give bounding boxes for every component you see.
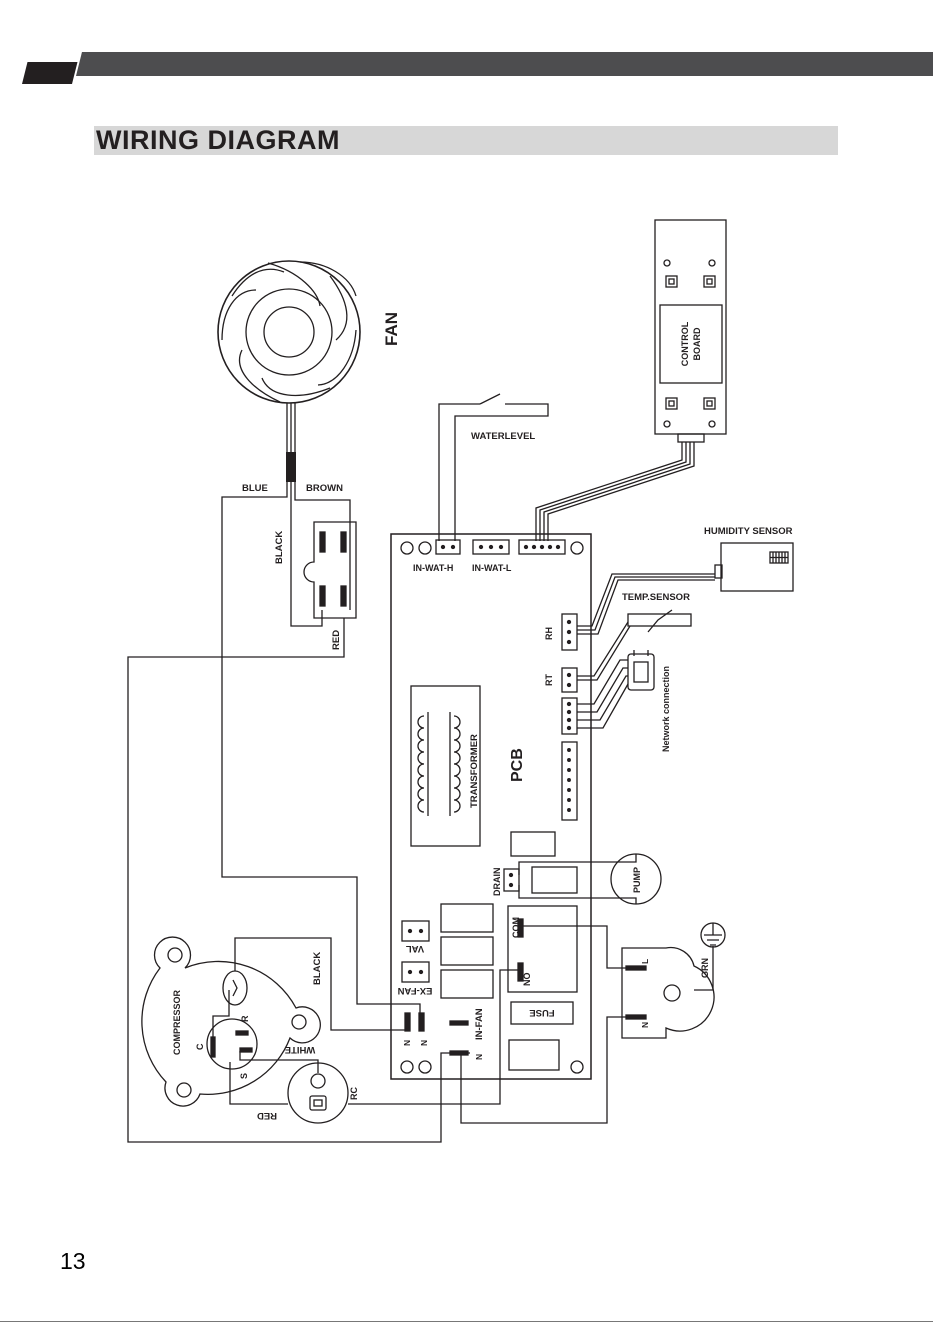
in-wat-h-label: IN-WAT-H [413,563,453,573]
rh-label: RH [544,627,554,640]
blue-label: BLUE [242,483,268,494]
white-label: WHITE [285,1044,316,1055]
red-label-compressor: RED [257,1110,277,1121]
compressor [142,937,320,1106]
drain-label: DRAIN [492,868,502,897]
network-connector [628,650,654,690]
bottom-rule [0,1321,933,1322]
grn-label: GRN [700,958,710,978]
fuse-label: FUSE [529,1007,554,1018]
humidity-sensor-label: HUMIDITY SENSOR [704,526,793,537]
ground-icon [701,923,725,947]
in-wat-l-label: IN-WAT-L [472,563,512,573]
waterlevel-switch [439,394,548,541]
network-connection-label: Network connection [661,666,671,752]
brown-label: BROWN [306,483,343,494]
waterlevel-label: WATERLEVEL [471,431,535,442]
black-label-fan: BLACK [274,531,285,564]
n-label-2: N [419,1040,429,1046]
temp-sensor-label: TEMP.SENSOR [622,592,690,603]
page-number: 13 [60,1248,86,1275]
l-label: L [640,959,650,964]
in-fan-label: IN-FAN [474,1008,485,1040]
no-label: NO [522,973,532,987]
fan-terminal-block [304,522,356,618]
compressor-label: COMPRESSOR [172,989,182,1055]
n-label-3: N [474,1054,484,1060]
pump-label: PUMP [632,867,642,893]
r-label: R [240,1015,250,1022]
s-label: S [239,1073,249,1079]
c-label: C [195,1043,205,1050]
humidity-sensor [715,543,793,591]
temp-sensor [628,610,691,632]
com-label: COM [511,917,521,938]
rc-label: RC [349,1087,359,1100]
control-board-label-2: BOARD [692,327,702,360]
ex-fan-label: EX-FAN [397,985,432,996]
val-label: VAL [406,943,424,954]
pcb-label: PCB [509,748,526,782]
control-board-label-1: CONTROL [680,321,690,366]
black-label-compressor: BLACK [312,952,323,985]
pcb-board [391,534,591,1079]
fan-icon [218,261,360,403]
rt-label: RT [544,674,554,686]
transformer-label: TRANSFORMER [469,734,480,808]
n-label-1: N [402,1040,412,1046]
red-label-fan: RED [331,630,342,650]
control-board [655,220,726,442]
fan-label: FAN [382,312,401,346]
n-label-plug: N [640,1022,650,1028]
